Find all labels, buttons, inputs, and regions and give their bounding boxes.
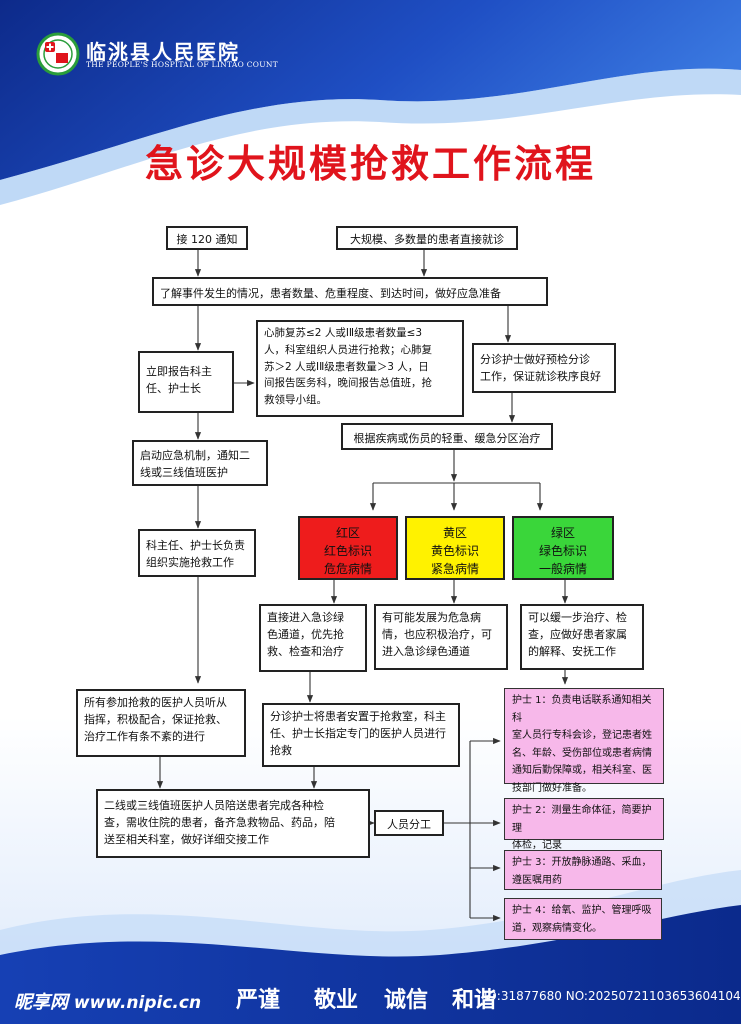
box-nurse-3: 护士 3：开放静脉通路、采血，遵医嘱用药 <box>504 850 662 890</box>
watermark-url: www.nipic.cn <box>73 993 202 1013</box>
zone-green: 绿区绿色标识一般病情 <box>512 516 614 580</box>
box-director: 科主任、护士长负责组织实施抢救工作 <box>138 529 256 577</box>
watermark-brand: 昵享网 <box>14 992 68 1013</box>
hospital-name-en: THE PEOPLE'S HOSPITAL OF LINTAO COUNT <box>86 60 279 69</box>
box-nurse-1: 护士 1：负责电话联系通知相关科室人员行专科会诊，登记患者姓名、年龄、受伤部位或… <box>504 688 664 794</box>
box-understand: 了解事件发生的情况，患者数量、危重程度、到达时间，做好应急准备 <box>152 277 548 306</box>
box-placement: 分诊护士将患者安置于抢救室，科主任、护士长指定专门的医护人员进行抢救 <box>262 703 460 767</box>
box-division: 人员分工 <box>374 810 444 836</box>
slogan-4: 和谐 <box>452 988 497 1013</box>
image-id: ID:31877680 NO:20250721103653604104 <box>484 989 741 1003</box>
zone-yellow: 黄区黄色标识紧急病情 <box>405 516 505 580</box>
box-triage-nurse: 分诊护士做好预检分诊工作，保证就诊秩序良好 <box>472 343 616 393</box>
box-classify: 根据疾病或伤员的轻重、缓急分区治疗 <box>341 423 553 450</box>
slogan-3: 诚信 <box>384 988 429 1013</box>
slogan-1: 严谨 <box>236 988 281 1013</box>
box-emergency-mechanism: 启动应急机制，通知二线或三线值班医护 <box>132 440 268 486</box>
box-escort: 二线或三线值班医护人员陪送患者完成各种检查，需收住院的患者，备齐急救物品、药品，… <box>96 789 370 858</box>
slogan-2: 敬业 <box>314 988 359 1013</box>
box-all-staff: 所有参加抢救的医护人员听从指挥，积极配合，保证抢救、治疗工作有条不紊的进行 <box>76 689 246 757</box>
box-nurse-2: 护士 2：测量生命体征，简要护理体检，记录 <box>504 798 664 851</box>
box-report: 立即报告科主任、护士长 <box>138 351 234 413</box>
hospital-name: 临洮县人民医院 <box>86 40 240 64</box>
box-walk-in: 大规模、多数量的患者直接就诊 <box>336 226 518 250</box>
box-red-action: 直接进入急诊绿色通道，优先抢救、检查和治疗 <box>259 604 367 672</box>
hospital-logo <box>36 32 80 76</box>
box-nurse-4: 护士 4：给氧、监护、管理呼吸道，观察病情变化。 <box>504 898 662 940</box>
watermark-site: 昵享网 www.nipic.cn <box>14 988 201 1014</box>
box-notify-120: 接 120 通知 <box>166 226 248 250</box>
zone-red: 红区红色标识危危病情 <box>298 516 398 580</box>
box-green-action: 可以缓一步治疗、检查，应做好患者家属的解释、安抚工作 <box>520 604 644 670</box>
page-title: 急诊大规模抢救工作流程 <box>144 142 596 186</box>
box-yellow-action: 有可能发展为危急病情，也应积极治疗，可进入急诊绿色通道 <box>374 604 508 670</box>
